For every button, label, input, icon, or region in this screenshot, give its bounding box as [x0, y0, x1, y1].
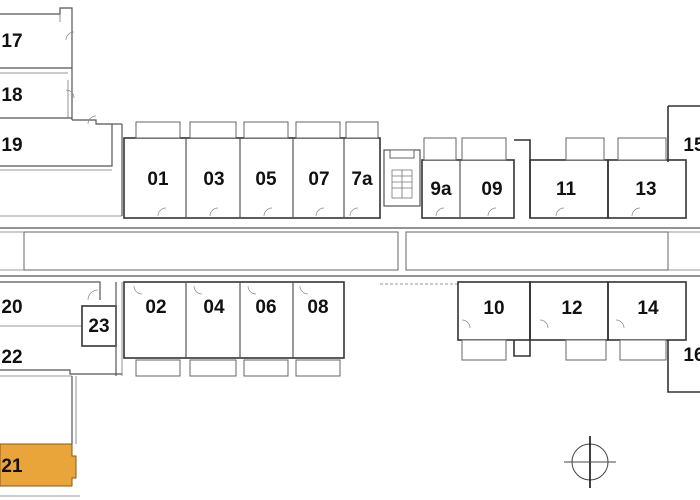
unit-08-label[interactable]: 08 — [307, 297, 328, 318]
west-wing-bottom — [0, 281, 123, 497]
unit-13-label[interactable]: 13 — [635, 179, 656, 200]
unit-10-label[interactable]: 10 — [483, 298, 504, 319]
unit-23-label[interactable]: 23 — [88, 316, 109, 337]
unit-15-label[interactable]: 15 — [683, 135, 700, 156]
unit-20-label[interactable]: 20 — [1, 297, 22, 318]
unit-03-label[interactable]: 03 — [203, 169, 224, 190]
unit-22-label[interactable]: 22 — [1, 347, 22, 368]
unit-02-label[interactable]: 02 — [145, 297, 166, 318]
unit-05-label[interactable]: 05 — [255, 169, 277, 190]
unit-07-label[interactable]: 07 — [308, 169, 329, 190]
unit-06-label[interactable]: 06 — [255, 297, 276, 318]
north-row-east — [421, 105, 700, 219]
unit-19-label[interactable]: 19 — [1, 135, 22, 156]
unit-21-label[interactable]: 21 — [1, 456, 23, 477]
unit-18-label[interactable]: 18 — [1, 85, 22, 106]
west-wing-top — [0, 7, 123, 217]
unit-7a-label[interactable]: 7a — [351, 169, 373, 190]
unit-14-label[interactable]: 14 — [637, 298, 659, 319]
north-row-west — [123, 121, 381, 219]
unit-04-label[interactable]: 04 — [203, 297, 225, 318]
unit-17-label[interactable]: 17 — [1, 31, 22, 52]
unit-11-label[interactable]: 11 — [556, 179, 577, 200]
corridor — [0, 227, 700, 285]
unit-16-label[interactable]: 16 — [683, 345, 700, 366]
stair-core — [383, 149, 421, 207]
unit-12-label[interactable]: 12 — [561, 298, 582, 319]
unit-09-label[interactable]: 09 — [481, 179, 502, 200]
unit-9a-label[interactable]: 9a — [430, 179, 452, 200]
unit-01-label[interactable]: 01 — [147, 169, 169, 190]
south-row-east — [457, 281, 700, 393]
unit-21-highlight[interactable] — [0, 443, 77, 487]
north-arrow-icon — [564, 436, 616, 488]
south-row-west — [123, 281, 345, 377]
